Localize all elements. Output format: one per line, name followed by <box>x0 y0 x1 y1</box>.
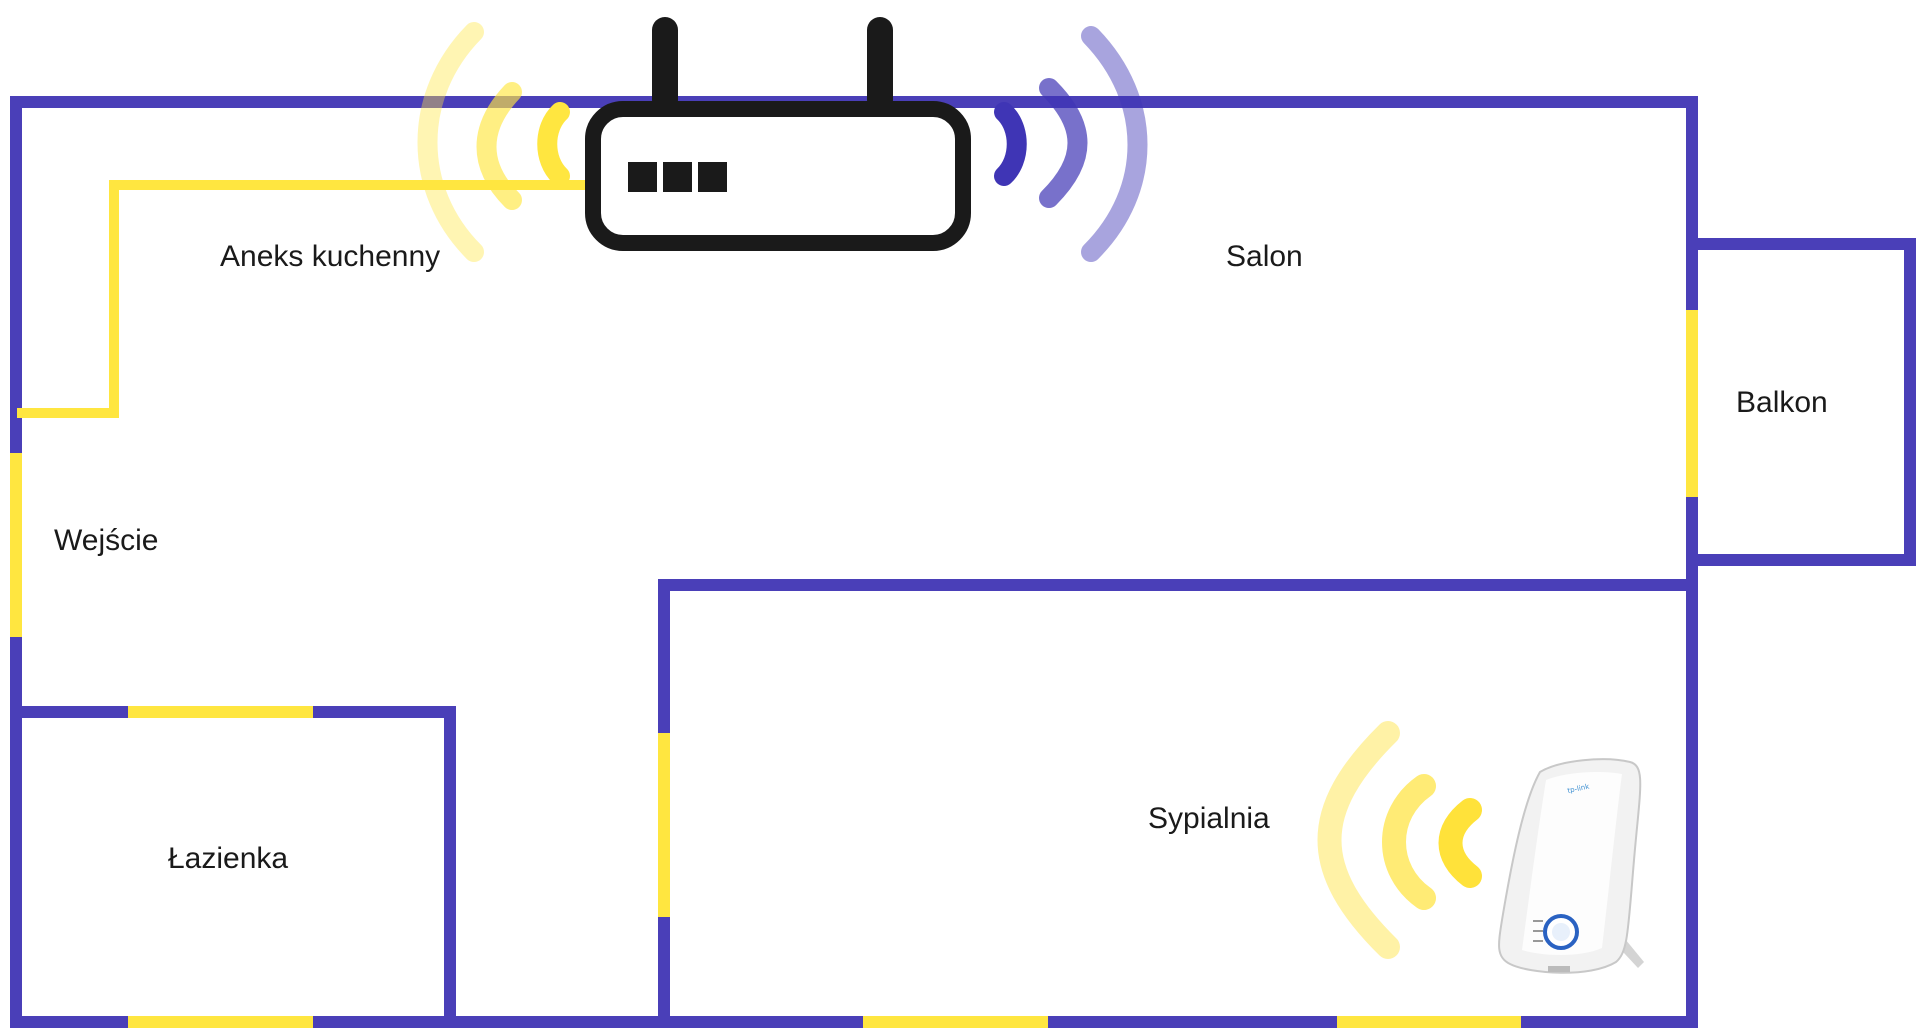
wifi-arc-medium-right-icon <box>1039 78 1088 208</box>
wifi-arc-medium-extender-icon <box>1382 774 1436 910</box>
extender-wps-button-inner <box>1552 923 1570 941</box>
router-signal-left <box>417 22 570 262</box>
room-label-balcony: Balkon <box>1736 386 1828 419</box>
wifi-arc-small-right-icon <box>994 102 1027 186</box>
kitchen-cable <box>17 180 589 418</box>
wifi-arc-large-left-icon <box>417 22 484 262</box>
wifi-router-icon <box>585 17 971 251</box>
wifi-arc-small-extender-icon <box>1438 798 1482 888</box>
router-signal-right <box>994 26 1148 262</box>
wifi-arc-small-left-icon <box>537 102 570 186</box>
router-led-3 <box>698 162 727 192</box>
room-labels: Aneks kuchenny Salon Balkon Wejście Łazi… <box>54 240 1828 875</box>
room-label-living-room: Salon <box>1226 240 1303 273</box>
extender-led-wireless <box>1533 930 1543 932</box>
router-led-1 <box>628 162 657 192</box>
room-label-bathroom: Łazienka <box>168 842 288 875</box>
doors <box>10 180 1698 1028</box>
wifi-arc-large-right-icon <box>1081 26 1148 262</box>
router-led-2 <box>663 162 692 192</box>
extender-led-ethernet <box>1533 940 1543 942</box>
extender-signal <box>1317 721 1482 959</box>
extender-led-power <box>1533 920 1543 922</box>
room-label-bedroom: Sypialnia <box>1148 802 1270 835</box>
balcony-wall <box>1686 238 1916 566</box>
room-label-entrance: Wejście <box>54 524 158 557</box>
extender-highlight <box>1522 772 1622 955</box>
wifi-arc-large-extender-icon <box>1317 721 1400 959</box>
range-extender-icon: tp-link <box>1498 758 1644 974</box>
extender-port <box>1548 966 1570 972</box>
room-label-kitchen: Aneks kuchenny <box>220 240 440 273</box>
wifi-arc-medium-left-icon <box>476 82 522 210</box>
router-body <box>585 101 971 251</box>
